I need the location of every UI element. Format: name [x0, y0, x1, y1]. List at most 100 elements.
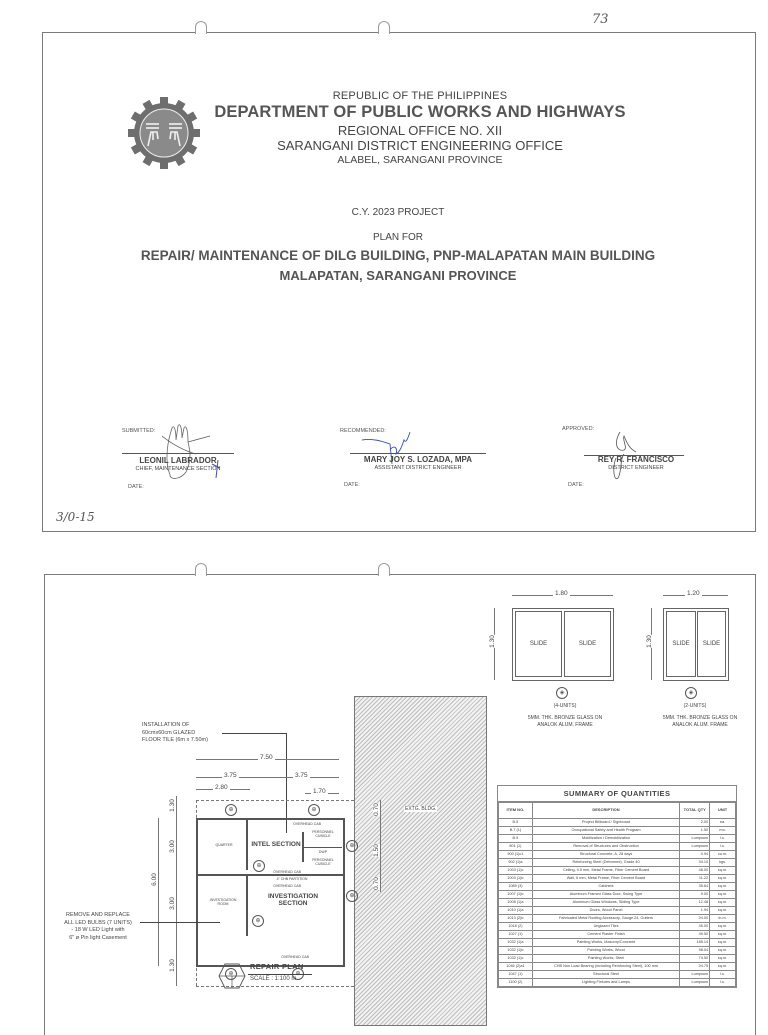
unit-cell: ea.: [709, 818, 736, 827]
room-dwp: DWP: [318, 850, 328, 854]
signature-icon: [613, 431, 637, 480]
item-no-cell: B.9: [498, 834, 533, 843]
overhead-cab-label: OVERHEAD CAB: [273, 870, 301, 874]
description-cell: Reinforcing Steel (Deformed), Grade 40: [531, 858, 681, 867]
unit-cell: sq.m.: [709, 882, 736, 891]
dim-left-mid2: 3.00: [168, 897, 176, 910]
overhead-cab-label: OVERHEAD CAB: [273, 884, 301, 888]
table-row: 801 (1)Removal of Structures and Obstruc…: [498, 842, 736, 851]
signature-icon: [361, 431, 411, 465]
leader-line: [140, 922, 220, 923]
qty-cell: Lumpsum: [679, 842, 711, 851]
description-cell: Lighting Fixtures and Lamps: [531, 978, 681, 987]
signatory-recommended: RECOMMENDED: MARY JOY S. LOZADA, MPA ASS…: [340, 428, 490, 488]
window-spec: ANALOK ALUM. FRAME: [537, 722, 593, 728]
tile-note: INSTALLATION OF 60cmx60cm GLAZED FLOOR T…: [142, 722, 208, 745]
light-fixture-icon: ⊕: [346, 840, 358, 852]
district-office: SARANGANI DISTRICT ENGINEERING OFFICE: [277, 138, 563, 153]
unit-cell: sq.m.: [709, 890, 736, 899]
window-pane: SLIDE: [515, 611, 562, 677]
description-cell: Unglazed Tiles: [531, 922, 681, 931]
date-label: DATE:: [128, 484, 144, 490]
item-no-cell: 1027 (1): [498, 930, 533, 939]
window-units: (4-UNITS): [553, 703, 577, 709]
wall: [246, 876, 248, 936]
qty-cell: 48.00: [679, 866, 711, 875]
unit-cell: kgs.: [709, 858, 736, 867]
item-no-cell: 900 (1)c1: [498, 850, 533, 859]
dim-right-top: 0.70: [372, 803, 380, 816]
column-header: UNIT: [709, 802, 736, 819]
description-cell: Cement Plaster Finish: [531, 930, 681, 939]
qty-cell: 34.10: [679, 858, 711, 867]
unit-cell: sq.m.: [709, 946, 736, 955]
note-line: 60cmx60cm GLAZED: [142, 729, 196, 736]
existing-building-label: EXTG. BLDG.: [404, 806, 438, 812]
section-marker-icon: [218, 963, 246, 989]
description-cell: Doors, Wood Panel: [531, 906, 681, 915]
window-height-dim: 1.30: [645, 635, 653, 648]
republic-text: REPUBLIC OF THE PHILIPPINES: [332, 90, 508, 102]
description-cell: CHB Non Load Bearing (including Reinforc…: [531, 962, 681, 971]
dpwh-logo-icon: [126, 95, 202, 171]
unit-cell: sq.m.: [709, 906, 736, 915]
description-cell: Ceiling, 4.5 mm, Metal Frame, Fiber Ceme…: [531, 866, 681, 875]
note-line: ALL LED BULBS (7 UNITS): [64, 919, 132, 926]
note-line: REMOVE AND REPLACE: [66, 912, 130, 918]
project-title-line2: MALAPATAN, SARANGANI PROVINCE: [279, 268, 517, 283]
wall: [246, 820, 248, 870]
dim-sub-left: 2.80: [213, 784, 230, 791]
unit-cell: l.s.: [709, 842, 736, 851]
dim-left-top: 1.30: [168, 799, 176, 812]
dim-overall-width: 7.50: [258, 754, 275, 761]
signatory-name: LEONIL LABRADOR: [139, 456, 217, 465]
qty-cell: 185.14: [679, 938, 711, 947]
item-no-cell: 1089 (3): [498, 882, 533, 891]
qty-cell: 9.00: [679, 890, 711, 899]
description-cell: Removal of Structures and Obstruction: [531, 842, 681, 851]
item-no-cell: 902 (1)a: [498, 858, 533, 867]
unit-cell: cu.m.: [709, 850, 736, 859]
table-row: B.7 (1)Occupational Safety and Health Pr…: [498, 826, 736, 835]
light-fixture-icon: ⊕: [252, 915, 264, 927]
date-label: DATE:: [568, 482, 584, 488]
item-no-cell: B.7 (1): [498, 826, 533, 835]
item-no-cell: 1032 (1)c: [498, 954, 533, 963]
qty-cell: Lumpsum: [679, 834, 711, 843]
handwritten-note: 3/0-15: [56, 510, 95, 524]
binding-notch: [195, 563, 207, 576]
agency-header: REPUBLIC OF THE PHILIPPINES DEPARTMENT O…: [210, 90, 630, 166]
description-cell: Wall, 6 mm, Metal Frame, Fiber Cement Bo…: [531, 874, 681, 883]
window-tag-icon: ◈: [685, 687, 697, 699]
note-line: 6" ø Pin light Casement: [69, 934, 127, 941]
unit-cell: sq.m.: [709, 898, 736, 907]
qty-cell: 45.00: [679, 922, 711, 931]
qty-cell: 49.50: [679, 930, 711, 939]
description-cell: Occupational Safety and Health Program: [531, 826, 681, 835]
item-no-cell: 1100 (2): [498, 978, 533, 987]
wall: [196, 874, 344, 876]
window-tag-icon: ◈: [556, 687, 568, 699]
qty-cell: 1.94: [679, 906, 711, 915]
soq-title: SUMMARY OF QUANTITIES: [498, 786, 736, 802]
signatory-label: SUBMITTED:: [122, 428, 156, 434]
item-no-cell: 1018 (2): [498, 922, 533, 931]
qty-cell: 11.22: [679, 874, 711, 883]
qty-cell: 12.48: [679, 898, 711, 907]
wall: [302, 847, 342, 848]
date-label: DATE:: [344, 482, 360, 488]
unit-cell: l.s.: [709, 970, 736, 979]
item-no-cell: 1003 (1)c: [498, 866, 533, 875]
plan-for-label: PLAN FOR: [372, 232, 423, 243]
item-no-cell: 1007 (1)b: [498, 890, 533, 899]
column-header: DESCRIPTION: [531, 802, 681, 819]
room-intel-section: INTEL SECTION: [251, 841, 301, 848]
item-no-cell: 1047 (1): [498, 970, 533, 979]
item-no-cell: 1010 (1)a: [498, 906, 533, 915]
